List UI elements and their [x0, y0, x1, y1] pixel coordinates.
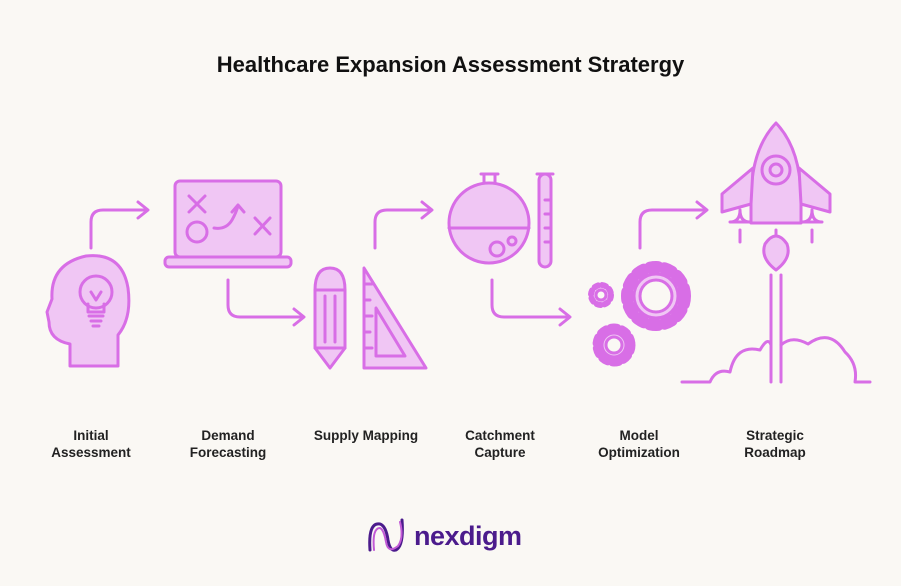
brand-logo: nexdigm [366, 516, 522, 556]
head-lightbulb-icon [45, 254, 131, 368]
strategy-board-icon [163, 179, 293, 269]
arrow-4-icon [490, 278, 572, 327]
brand-name: nexdigm [414, 520, 522, 551]
gears-icon [588, 261, 691, 367]
step-label-supply-mapping: Supply Mapping [313, 428, 419, 443]
arrow-2-icon [226, 278, 306, 327]
arrow-5-icon [638, 200, 709, 250]
rocket-icon [680, 121, 872, 384]
page-title: Healthcare Expansion Assessment Straterg… [216, 52, 685, 77]
arrow-1-icon [89, 200, 150, 250]
pencil-ruler-icon [313, 266, 428, 370]
nexdigm-logo-mark-icon [368, 518, 404, 552]
arrow-3-icon [373, 200, 434, 250]
flask-test-tube-icon [447, 172, 555, 269]
